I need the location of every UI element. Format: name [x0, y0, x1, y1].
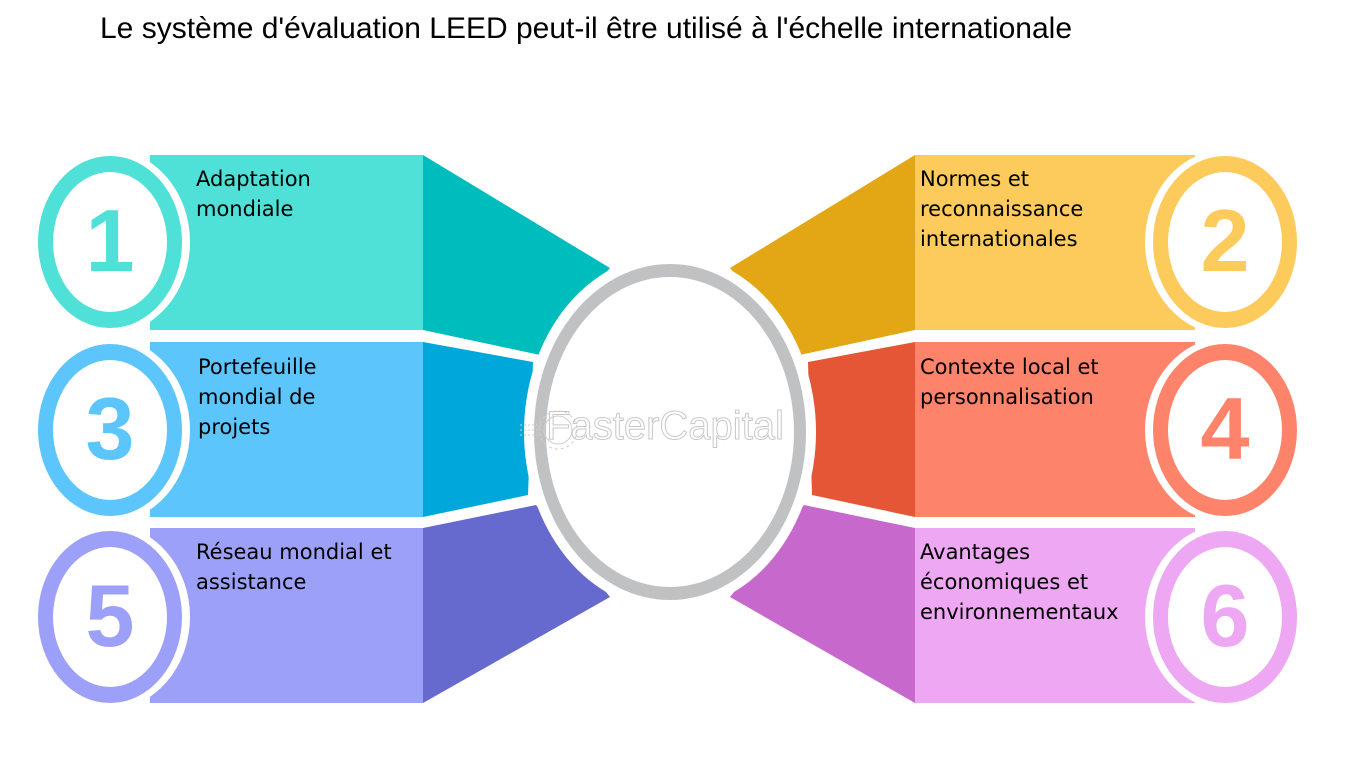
diagram-title: Le système d'évaluation LEED peut-il êtr… [100, 12, 1073, 45]
item-1-label: Adaptation mondiale [196, 167, 311, 221]
gear-icon [520, 410, 578, 450]
item-3-label: Portefeuille mondial de projets [198, 355, 317, 439]
item-2-shape [730, 150, 1305, 355]
item-5-label: Réseau mondial et assistance [196, 540, 392, 594]
item-1-number: 1 [85, 191, 135, 290]
item-4-label: Contexte local et personnalisation [920, 355, 1099, 409]
item-3-shape [30, 338, 533, 522]
item-3-number: 3 [85, 379, 135, 478]
item-2-number: 2 [1200, 191, 1250, 290]
item-6-shape [730, 505, 1305, 709]
item-6-number: 6 [1200, 566, 1250, 665]
center-ring [524, 254, 816, 610]
item-4-number: 4 [1200, 379, 1250, 478]
item-5-number: 5 [85, 566, 135, 665]
item-5-shape [30, 505, 610, 709]
item-4-shape [808, 338, 1305, 522]
item-6-label: Avantages économiques et environnementau… [920, 540, 1119, 624]
item-1-shape [30, 150, 610, 355]
item-2-label: Normes et reconnaissance internationales [920, 167, 1084, 251]
watermark-text: FasterCapital [546, 404, 785, 449]
